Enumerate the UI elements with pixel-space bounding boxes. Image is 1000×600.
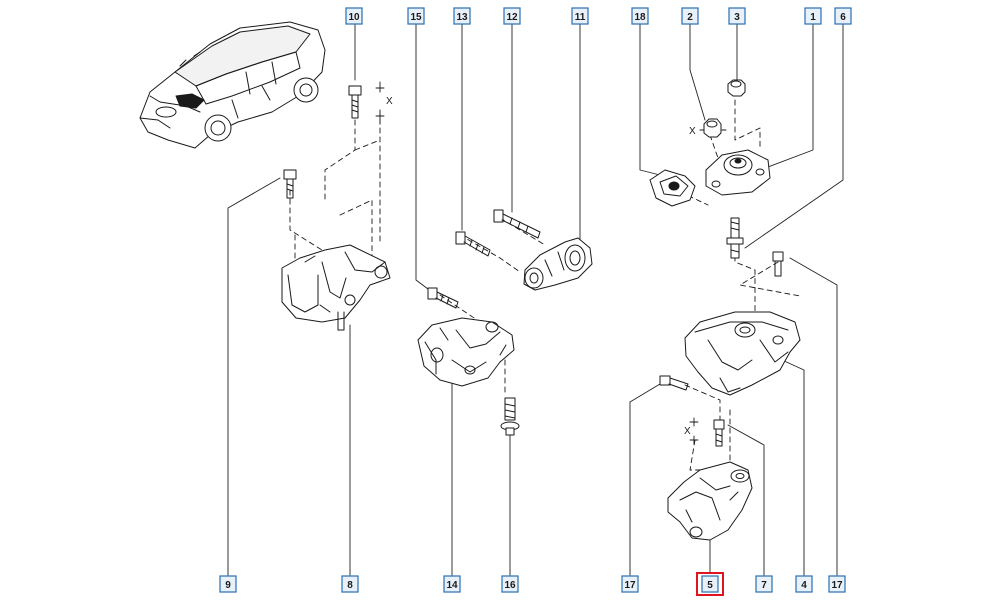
svg-text:9: 9 — [225, 580, 231, 591]
engine-mount-1 — [706, 150, 770, 195]
callout-10[interactable]: 10 — [345, 7, 363, 25]
nut-2 — [704, 119, 721, 137]
rubber-pad-18 — [650, 170, 695, 206]
bolt-17-lower — [660, 376, 688, 390]
svg-text:1: 1 — [810, 12, 816, 23]
svg-text:13: 13 — [456, 12, 468, 23]
svg-text:18: 18 — [634, 12, 646, 23]
svg-text:17: 17 — [831, 580, 843, 591]
callout-1[interactable]: 1 — [804, 7, 822, 25]
callout-17-right[interactable]: 17 — [828, 575, 846, 593]
callout-16[interactable]: 16 — [501, 575, 519, 593]
svg-text:10: 10 — [348, 12, 360, 23]
bolt-16 — [501, 398, 519, 435]
callout-7[interactable]: 7 — [755, 575, 773, 593]
leader-lines — [227, 23, 844, 576]
callout-9[interactable]: 9 — [219, 575, 237, 593]
bolt-15 — [428, 288, 458, 308]
callout-2[interactable]: 2 — [681, 7, 699, 25]
bolt-17-upper — [773, 252, 783, 276]
bracket-8 — [282, 245, 390, 330]
mount-bracket-14 — [418, 318, 514, 386]
svg-text:16: 16 — [504, 580, 516, 591]
svg-text:2: 2 — [687, 12, 693, 23]
callout-18[interactable]: 18 — [631, 7, 649, 25]
bolt-13 — [456, 232, 490, 256]
svg-text:11: 11 — [575, 12, 586, 23]
bolt-9 — [284, 170, 296, 198]
callout-4[interactable]: 4 — [795, 575, 813, 593]
callout-15[interactable]: 15 — [407, 7, 425, 25]
svg-text:17: 17 — [624, 580, 636, 591]
bracket-5 — [668, 462, 752, 540]
svg-text:5: 5 — [707, 580, 713, 591]
callout-12[interactable]: 12 — [503, 7, 521, 25]
callout-6[interactable]: 6 — [834, 7, 852, 25]
callout-13[interactable]: 13 — [453, 7, 471, 25]
dimension-x-left: X — [375, 81, 393, 125]
car-illustration — [140, 22, 325, 148]
dimension-x-lower: X — [684, 417, 699, 445]
nut-3 — [728, 80, 745, 96]
bolt-12 — [494, 210, 540, 238]
callout-8[interactable]: 8 — [341, 575, 359, 593]
callout-11[interactable]: 11 — [571, 7, 589, 25]
svg-text:14: 14 — [446, 580, 458, 591]
callout-17-left[interactable]: 17 — [621, 575, 639, 593]
bolt-7 — [714, 420, 724, 446]
stud-6 — [727, 218, 743, 258]
svg-text:4: 4 — [801, 580, 807, 591]
mount-bracket-4 — [685, 312, 800, 395]
svg-text:12: 12 — [506, 12, 518, 23]
callouts: 10 15 13 12 11 18 2 3 — [219, 7, 852, 596]
svg-text:8: 8 — [347, 580, 353, 591]
dimension-x-right: X — [689, 126, 727, 137]
svg-text:X: X — [689, 126, 696, 137]
callout-3[interactable]: 3 — [728, 7, 746, 25]
svg-text:X: X — [684, 426, 691, 437]
svg-text:X: X — [386, 96, 393, 107]
callout-5-selected[interactable]: 5 — [696, 572, 724, 596]
svg-text:7: 7 — [761, 580, 767, 591]
callout-14[interactable]: 14 — [443, 575, 461, 593]
torque-rod-11 — [524, 238, 592, 290]
bolt-10 — [349, 86, 361, 118]
svg-text:15: 15 — [410, 12, 422, 23]
svg-text:3: 3 — [734, 12, 740, 23]
svg-text:6: 6 — [840, 12, 846, 23]
